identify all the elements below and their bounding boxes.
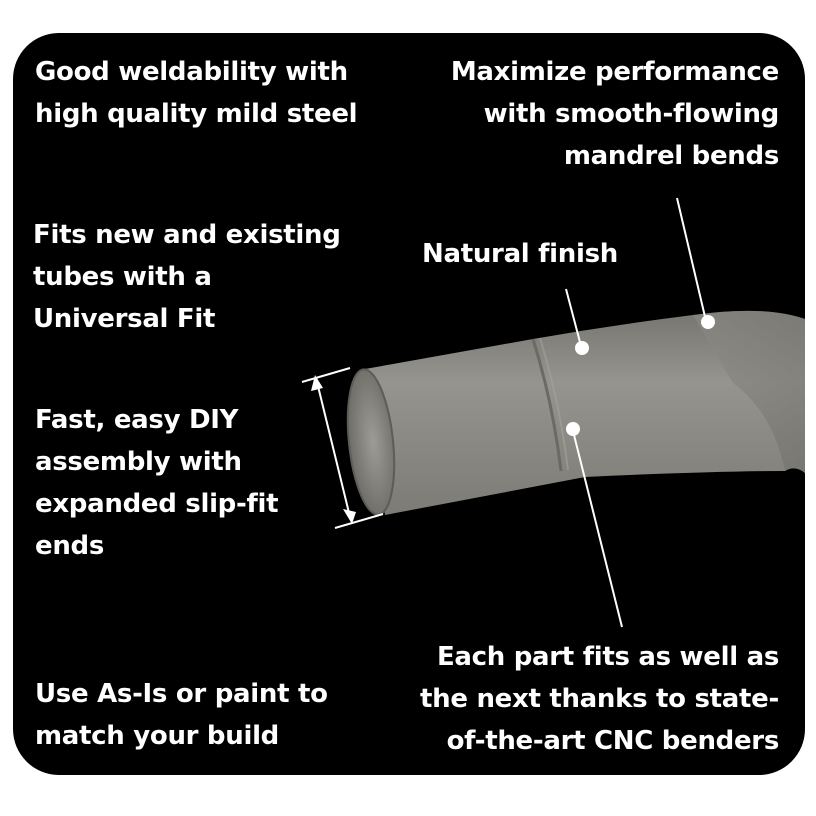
feature-performance: Maximize performance with smooth-flowing… bbox=[450, 57, 779, 171]
feature-precision: Each part fits as well as the next thank… bbox=[420, 642, 779, 756]
tube-opening bbox=[347, 369, 395, 515]
tube-bend bbox=[693, 310, 805, 473]
dimension-tick-bottom bbox=[334, 513, 384, 529]
feature-assembly: Fast, easy DIY assembly with expanded sl… bbox=[35, 405, 279, 561]
feature-natural-finish: Natural finish bbox=[422, 239, 619, 269]
tube-body bbox=[365, 310, 805, 515]
leader-natural-finish bbox=[565, 288, 582, 347]
slip-fit-ring bbox=[531, 338, 563, 472]
leader-cnc bbox=[572, 430, 623, 628]
leader-dot-cnc bbox=[566, 422, 580, 436]
leader-dot-mandrel bbox=[701, 315, 715, 329]
dimension-line bbox=[316, 381, 351, 518]
dimension-tick-top bbox=[301, 367, 351, 383]
feature-paint: Use As-Is or paint to match your build bbox=[35, 679, 328, 751]
feature-universal-fit: Fits new and existing tubes with a Unive… bbox=[33, 220, 341, 334]
leader-mandrel-bends bbox=[676, 197, 707, 322]
feature-panel: Good weldability with high quality mild … bbox=[13, 33, 805, 775]
leader-dot-finish bbox=[575, 341, 589, 355]
dimension-arrow-bottom bbox=[343, 509, 356, 524]
dimension-arrow-top bbox=[311, 375, 323, 391]
exhaust-tube-illustration bbox=[301, 197, 805, 628]
feature-weldability: Good weldability with high quality mild … bbox=[35, 57, 358, 129]
